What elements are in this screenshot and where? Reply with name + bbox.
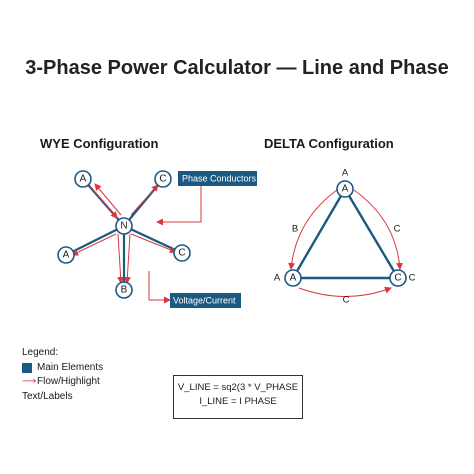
wye-node-b-bottom: B [115,281,133,299]
wye-node-label: C [159,174,166,185]
legend-title: Legend: [22,347,59,358]
delta-outer-label-right: C [409,273,416,284]
callout-phase-conductors: Phase Conductors [178,171,257,186]
formula-voltage: V_LINE = sq2(3 * V_PHASE [177,382,299,393]
delta-section-title: DELTA Configuration [264,136,394,151]
callout-phase-conductors-label: Phase Conductors [182,174,257,184]
wye-neutral-node: N [115,217,133,235]
delta-flow-arrow-right [353,189,403,270]
wye-node-label: B [121,285,128,296]
delta-flow-arrow-left [288,189,338,270]
arrow-right-icon: ⟶ [22,376,37,387]
legend-item-label: Text/Labels [22,390,73,402]
wye-callout-arrow-top [156,185,202,226]
wye-flow-arrows [71,183,202,304]
delta-edge-label-bottom: C [343,295,350,306]
legend-item-label: Flow/Highlight [37,376,100,387]
wye-node-c-right: C [173,244,191,262]
wye-node-label: A [63,250,70,261]
wye-flow-arrow [71,233,117,256]
wye-flow-arrow [123,233,131,284]
page-title: 3-Phase Power Calculator — Line and Phas… [25,57,449,79]
delta-outer-label-left: A [274,273,281,284]
wye-node-a-left: A [57,246,75,264]
wye-node-label: C [178,248,185,259]
wye-section-title: WYE Configuration [40,136,159,151]
wye-spoke-a-left [65,225,125,256]
wye-flow-arrow [94,183,122,216]
delta-flow-arrow-bottom [298,286,392,297]
wye-flow-arrow [117,233,125,284]
delta-node-label: A [342,184,349,195]
wye-neutral-label: N [120,221,127,232]
delta-node-right: C [389,269,407,287]
wye-node-a-top: A [74,170,92,188]
wye-node-c-top: C [154,170,172,188]
wye-callout-arrow-bottom [148,271,171,304]
legend-item-main: Main Elements [22,361,103,376]
wye-flow-arrow [89,185,118,219]
delta-edge-label-right: C [394,224,401,235]
delta-flow-arrows [288,189,403,297]
wye-node-label: A [80,174,87,185]
legend-item-flow: ⟶ Flow/Highlight [22,375,103,390]
delta-triangle [291,187,400,280]
delta-outer-label-top: A [342,168,349,179]
callout-voltage-current-label: Voltage/Current [173,296,236,306]
wye-spoke-c-right [123,225,183,254]
wye-flow-arrow [130,233,177,254]
formula-current: I_LINE = I PHASE [199,396,277,407]
delta-node-left: A [284,269,302,287]
delta-node-top: A [336,180,354,198]
legend: Legend: Main Elements ⟶ Flow/Highlight T… [22,346,103,404]
wye-diagram: A C A C B N Phase Conductors Volt [57,170,257,308]
delta-node-label: C [394,273,401,284]
legend-item-text: Text/Labels [22,390,103,405]
delta-diagram: A A C A A C B C C [274,168,416,306]
wye-flow-arrow [130,184,159,216]
formula-box: V_LINE = sq2(3 * V_PHASE I_LINE = I PHAS… [173,375,303,419]
delta-edge-label-left: B [292,224,298,235]
legend-item-label: Main Elements [37,361,104,373]
callout-voltage-current: Voltage/Current [170,293,241,308]
main-elements-swatch [22,362,32,373]
delta-node-label: A [290,273,297,284]
